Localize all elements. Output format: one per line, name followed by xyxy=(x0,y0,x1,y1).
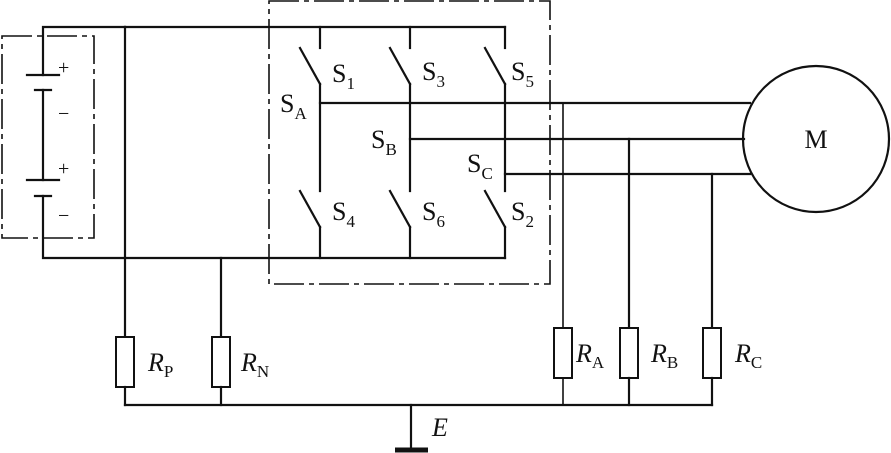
phase-leg-c xyxy=(483,25,507,260)
switch-s2-blade[interactable] xyxy=(483,189,507,229)
battery-plus-label-1: + xyxy=(58,57,69,79)
switch-label-s6: S6 xyxy=(422,197,445,231)
node-label-sa: SA xyxy=(280,89,307,123)
node-label-sb: SB xyxy=(371,125,397,159)
resistor-label-ra: RA xyxy=(575,339,605,372)
switch-s1-blade[interactable] xyxy=(298,46,322,86)
resistor-label-rc: RC xyxy=(734,339,762,372)
resistor-ra xyxy=(553,327,573,379)
resistor-rc xyxy=(702,327,722,379)
battery-pack-box xyxy=(1,35,95,239)
inverter-box xyxy=(268,0,551,285)
switch-label-s1: S1 xyxy=(332,59,355,93)
battery-plus-label-2: + xyxy=(58,158,69,180)
resistor-label-rp: RP xyxy=(147,348,173,381)
switch-label-s2: S2 xyxy=(511,197,534,231)
resistor-label-rb: RB xyxy=(650,339,678,372)
phase-leg-b xyxy=(388,25,412,260)
battery-pack: + − + − xyxy=(25,25,127,260)
switch-s5-blade[interactable] xyxy=(483,46,507,86)
battery-minus-label-2: − xyxy=(58,205,69,227)
resistor-rp xyxy=(115,336,135,388)
switch-label-s3: S3 xyxy=(422,57,445,91)
phase-leg-a xyxy=(298,25,322,260)
resistor-rn xyxy=(211,336,231,388)
node-label-sc: SC xyxy=(467,149,493,183)
switch-s6-blade[interactable] xyxy=(388,189,412,229)
switch-label-s4: S4 xyxy=(332,197,355,231)
battery-bottom-wire xyxy=(41,194,127,260)
battery-minus-label-1: − xyxy=(58,103,69,125)
ground-label: E xyxy=(431,413,448,442)
battery-top-wire xyxy=(41,25,127,77)
switch-label-s5: S5 xyxy=(511,57,534,91)
switch-s3-blade[interactable] xyxy=(388,46,412,86)
motor-label: M xyxy=(804,125,827,154)
motor-circle xyxy=(741,64,891,214)
switch-s4-blade[interactable] xyxy=(298,189,322,229)
resistor-label-rn: RN xyxy=(240,348,269,381)
resistor-rb xyxy=(619,327,639,379)
